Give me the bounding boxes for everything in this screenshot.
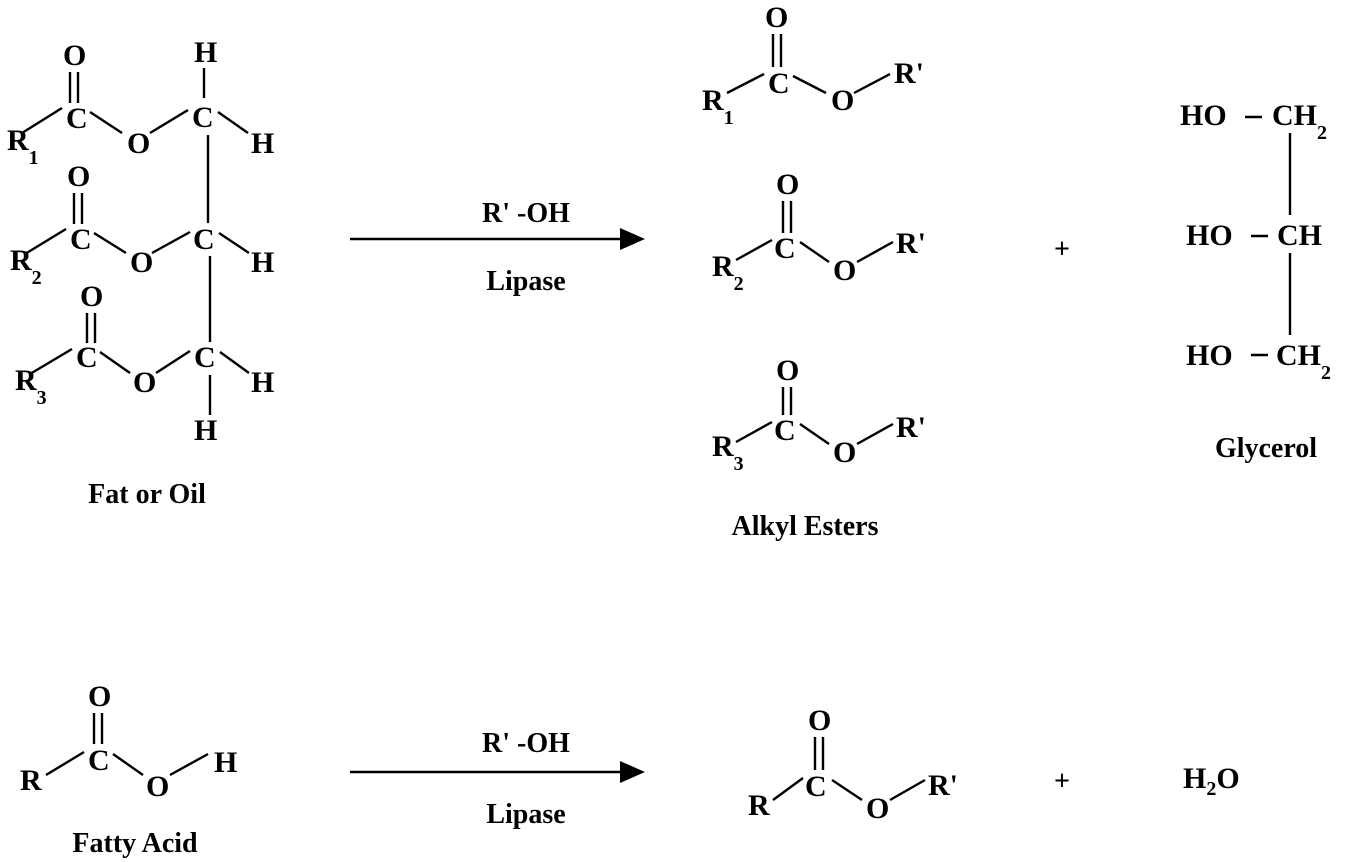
glycerol-hydroxyl-1: HO	[1180, 99, 1227, 132]
triglyceride-row-1: R1 O C O C H H	[7, 36, 274, 169]
carbonyl-carbon-1: C	[66, 102, 88, 135]
ester-carbonyl-oxygen-3: O	[776, 354, 799, 387]
ester-carbonyl-oxygen-1: O	[765, 1, 788, 34]
alkyl-esters-label: Alkyl Esters	[732, 511, 879, 542]
glycerol-group-3: CH2	[1276, 339, 1331, 384]
plus-sign-2: +	[1054, 766, 1070, 797]
alkyl-ester-1: R1 O C O R'	[702, 1, 924, 129]
arrowhead-icon	[620, 228, 645, 250]
product-carbon: C	[805, 770, 827, 803]
glycerol-carbon-1: C	[192, 101, 214, 134]
ester-r-group-2: R2	[712, 250, 744, 295]
ester-r-group-3: R3	[712, 430, 744, 475]
product-r-group: R	[748, 789, 770, 822]
reaction-2-catalyst: Lipase	[486, 799, 565, 830]
glycerol-group-2: CH	[1277, 219, 1322, 252]
ester-carbonyl-oxygen-2: O	[776, 168, 799, 201]
ester-carbon-1: C	[768, 67, 790, 100]
alkyl-ester-product-2: R O C O R'	[748, 704, 958, 825]
r-group-3: R3	[15, 364, 47, 409]
carbonyl-oxygen-3: O	[80, 280, 103, 313]
reaction-2-arrow: R' -OH Lipase	[350, 728, 645, 830]
alkyl-ester-2: R2 O C O R'	[712, 168, 926, 295]
carbonyl-oxygen-2: O	[67, 160, 90, 193]
hydrogen-1: H	[251, 127, 274, 160]
ester-alkyl-2: R'	[896, 227, 926, 260]
arrowhead-icon	[620, 761, 645, 783]
glycerol-hydroxyl-3: HO	[1186, 339, 1233, 372]
carbonyl-carbon-2: C	[70, 223, 92, 256]
ester-oxygen-2: O	[130, 246, 153, 279]
ester-oxygen-1: O	[831, 84, 854, 117]
fatty-acid-hydrogen: H	[214, 746, 237, 779]
carbonyl-carbon-3: C	[76, 341, 98, 374]
hydrogen-bottom: H	[194, 414, 217, 447]
fatty-acid-structure: R O C O H	[20, 680, 237, 803]
ester-oxygen-2: O	[833, 254, 856, 287]
reaction-2-reagent: R' -OH	[482, 728, 570, 759]
fatty-acid-carbon: C	[88, 744, 110, 777]
glycerol-structure: HO CH2 HO CH HO CH2	[1180, 99, 1331, 384]
product-alkyl: R'	[928, 769, 958, 802]
alkyl-esters-structure: R1 O C O R' R2 O C O R' R3 O C O	[702, 1, 926, 475]
ester-carbon-3: C	[774, 414, 796, 447]
triglyceride-structure: R1 O C O C H H R2 O C O C H R3 O C O C H…	[7, 36, 274, 447]
triglyceride-row-3: R3 O C O C H H	[15, 280, 274, 447]
ester-oxygen-3: O	[133, 366, 156, 399]
fatty-acid-carbonyl-oxygen: O	[88, 680, 111, 713]
reaction-1-catalyst: Lipase	[486, 266, 565, 297]
reaction-1-arrow: R' -OH Lipase	[350, 198, 645, 297]
ester-oxygen-1: O	[127, 127, 150, 160]
glycerol-hydroxyl-2: HO	[1186, 219, 1233, 252]
hydrogen-2: H	[251, 246, 274, 279]
ester-carbon-2: C	[774, 232, 796, 265]
carbonyl-oxygen-1: O	[63, 39, 86, 72]
fatty-acid-r-group: R	[20, 764, 42, 797]
product-carbonyl-oxygen: O	[808, 704, 831, 737]
alkyl-ester-3: R3 O C O R'	[712, 354, 926, 475]
water-formula: H2O	[1183, 762, 1240, 800]
hydrogen-top: H	[194, 36, 217, 69]
ester-r-group-1: R1	[702, 84, 734, 129]
glycerol-label: Glycerol	[1215, 433, 1317, 464]
ester-oxygen-3: O	[833, 436, 856, 469]
fat-or-oil-label: Fat or Oil	[88, 479, 206, 510]
triglyceride-row-2: R2 O C O C H	[10, 160, 274, 289]
glycerol-carbon-2: C	[193, 223, 215, 256]
glycerol-carbon-3: C	[194, 341, 216, 374]
fatty-acid-hydroxyl-oxygen: O	[146, 770, 169, 803]
fatty-acid-label: Fatty Acid	[72, 828, 198, 859]
r-group-2: R2	[10, 244, 42, 289]
product-ester-oxygen: O	[866, 792, 889, 825]
r-group-1: R1	[7, 124, 39, 169]
ester-alkyl-3: R'	[896, 411, 926, 444]
reaction-1-reagent: R' -OH	[482, 198, 570, 229]
hydrogen-3: H	[251, 366, 274, 399]
triglyceride-bonds	[21, 68, 250, 415]
glycerol-group-1: CH2	[1272, 99, 1327, 144]
plus-sign-1: +	[1054, 234, 1070, 265]
ester-alkyl-1: R'	[894, 57, 924, 90]
